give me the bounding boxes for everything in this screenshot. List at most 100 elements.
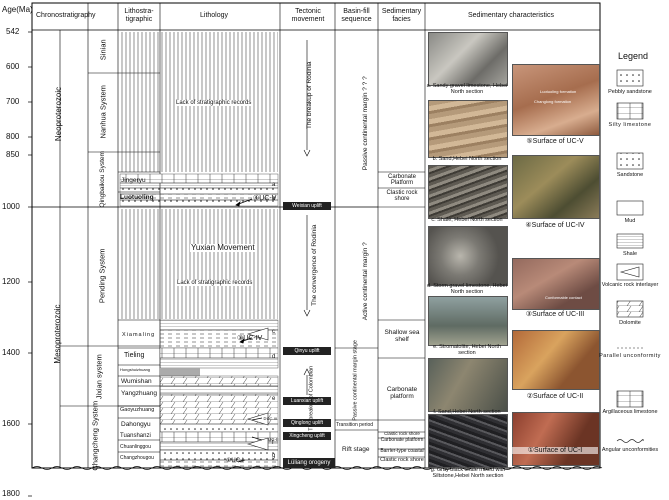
caption-a: a. Sandy gravel limestone, Hebei North s… — [426, 83, 508, 95]
caption-g: g. Gray black shale mixed with Siltstone… — [430, 467, 506, 479]
facies-shallow-shelf: Shallow sea shelf — [384, 329, 420, 343]
legend-silty-limestone: Silty limestone — [608, 122, 652, 128]
lack-records-lower: Lack of stratigraphic records — [176, 280, 254, 286]
age-tick-700: 700 — [6, 97, 20, 106]
system-pending: Pending System — [97, 248, 107, 304]
photo-uc1 — [512, 412, 600, 466]
marker-d: d — [272, 354, 276, 360]
caption-d: d. Storm gravel limestone, Hebei North s… — [427, 283, 507, 295]
legend-angular-unconformities: Angular unconformities — [601, 447, 659, 453]
yuxian-movement: Yuxian Movement — [190, 243, 256, 252]
formation-xiamaling: Xiamaling — [122, 332, 156, 338]
formation-wumishan: Wumishan — [121, 378, 152, 385]
formation-yangzhuang: Yangzhuang — [121, 390, 158, 397]
facies-carb-platform-mid: Carbonate platform — [386, 386, 418, 401]
marker-a: a — [272, 182, 276, 188]
photo-f — [428, 358, 508, 412]
photo-b — [428, 100, 508, 158]
lack-records-upper: Lack of stratigraphic records — [175, 100, 253, 106]
age-tick-542: 542 — [6, 27, 20, 36]
caption-uc2: ②Surface of UC-II — [526, 393, 584, 400]
legend-volcanic: Volcanic rock interlayer — [601, 282, 659, 288]
legend-dolomite: Dolomite — [619, 320, 641, 326]
tectonic-lulliang: Lüliang orogeny — [283, 458, 335, 468]
system-nanhua: Nanhua System — [98, 85, 108, 139]
photo-uc5 — [512, 64, 600, 136]
photo-uc2 — [512, 330, 600, 390]
caption-b: b. Sand,Hebei North section — [432, 156, 502, 162]
system-changcheng: Changcheng System — [90, 400, 100, 471]
formation-jingeryu: Jingeryu — [121, 177, 146, 184]
caption-uc4: ④Surface of UC-IV — [525, 222, 585, 229]
tectonic-xingcheng: Xingcheng uplift — [283, 432, 331, 440]
uc-v-label: ④UC-V — [253, 195, 277, 202]
tectonic-qinglong: Qinglong uplift — [283, 419, 331, 427]
header-chrono: Chronostratigraphy — [36, 12, 96, 19]
header-sedchar: Sedimentary characteristics — [468, 12, 554, 19]
photo-uc5-label-a: Luotuoling formation — [540, 89, 577, 94]
age-tick-1000: 1000 — [2, 202, 20, 211]
age-tick-1600: 1600 — [2, 419, 20, 428]
caption-uc5: ⑤Surface of UC-V — [526, 138, 584, 145]
photo-d — [428, 226, 508, 286]
legend-title: Legend — [618, 51, 649, 61]
formation-dahongyu: Dahongyu — [121, 421, 151, 428]
marker-f: f — [272, 440, 274, 446]
basin-active-margin: Active continental margin ? — [361, 242, 369, 321]
era-mesoproterozoic: Mesoproterozoic — [53, 304, 62, 364]
tectonic-qinyu: Qinyu uplift — [283, 347, 331, 355]
marker-e: e — [272, 396, 276, 402]
age-tick-800: 800 — [6, 132, 20, 141]
basin-passive-margin: Passive continental margin ? ? ? — [361, 76, 369, 171]
legend-mud: Mud — [624, 218, 636, 224]
marker-b: b — [272, 196, 276, 202]
photo-uc4 — [512, 155, 600, 219]
legend-argillaceous-limestone: Argillaceous limestone — [602, 409, 658, 415]
header-lithostrat: Lithostra-tigraphic — [124, 8, 154, 23]
breakup-colombian: The breakup of Colombian — [308, 365, 315, 431]
tectonic-weixian: Weixian uplift — [283, 202, 331, 210]
photo-a — [428, 32, 508, 86]
formation-hongshuizhuang: Hongshuizhuang — [120, 367, 151, 372]
caption-e: e. Stromatolite, Hebei North section — [433, 344, 501, 356]
convergence-rodinia: The convergence of Rodinia — [310, 224, 318, 306]
age-tick-600: 600 — [6, 62, 20, 71]
facies-carb-platform-top: Carbonate Platform — [387, 174, 417, 187]
legend-pebbly-sandstone: Pebbly sandstone — [608, 89, 652, 95]
caption-c: c. Shale, Hebei North section — [431, 217, 503, 223]
uc-iii-label: ②UC-III — [263, 416, 278, 421]
formation-gaoyuzhuang: Gaoyuzhuang — [120, 407, 155, 413]
caption-uc1: ①Surface of UC-I — [512, 447, 598, 455]
uc-iv-label: ③UC-IV — [237, 335, 263, 342]
era-neoproterozoic: Neoproterozoic — [54, 86, 63, 142]
header-basin: Basin-fill sequence — [341, 8, 372, 23]
photo-e — [428, 296, 508, 346]
basin-passive-stage: Passive continental margin stage — [352, 340, 359, 421]
photo-g — [428, 414, 508, 468]
formation-tieling: Tieling — [124, 352, 145, 359]
facies-clastic-shore-small: Clastic rock shore — [384, 431, 420, 436]
tectonic-luanxian: Luanxian uplift — [283, 397, 331, 405]
photo-uc5-label-b: Changlong formation — [534, 99, 572, 104]
caption-uc3: ③Surface of UC-III — [525, 311, 585, 318]
formation-changzhougou: Changzhougou — [120, 455, 154, 461]
facies-clastic-shore-top: Clastic rock shore — [386, 190, 418, 203]
system-sinian: Sinian — [98, 39, 108, 61]
header-lithology: Lithology — [200, 12, 229, 19]
age-axis-label: Age(Ma) — [2, 5, 33, 14]
breakup-rodinia: The breakup of Rodinia — [305, 61, 313, 130]
facies-barrier-coastal: Barrier-type coastal — [380, 448, 424, 454]
age-tick-1400: 1400 — [2, 348, 20, 357]
legend-shale: Shale — [622, 251, 638, 257]
marker-c: c — [272, 329, 275, 335]
system-qingbaikou: Qingbaikou System — [98, 151, 106, 208]
formation-tuanshanzi: Tuanshanzi — [120, 433, 151, 439]
header-facies: Sedimentary facies — [381, 8, 422, 23]
formation-luotuoling: Luotuoling — [120, 194, 154, 201]
photo-uc3 — [512, 258, 600, 310]
uc-ii-label: UC-II — [268, 437, 279, 442]
basin-rift: Rift stage — [342, 446, 370, 453]
header-tectonic: Tectonic movement — [291, 8, 325, 23]
basin-transition: Transition period — [336, 422, 374, 428]
